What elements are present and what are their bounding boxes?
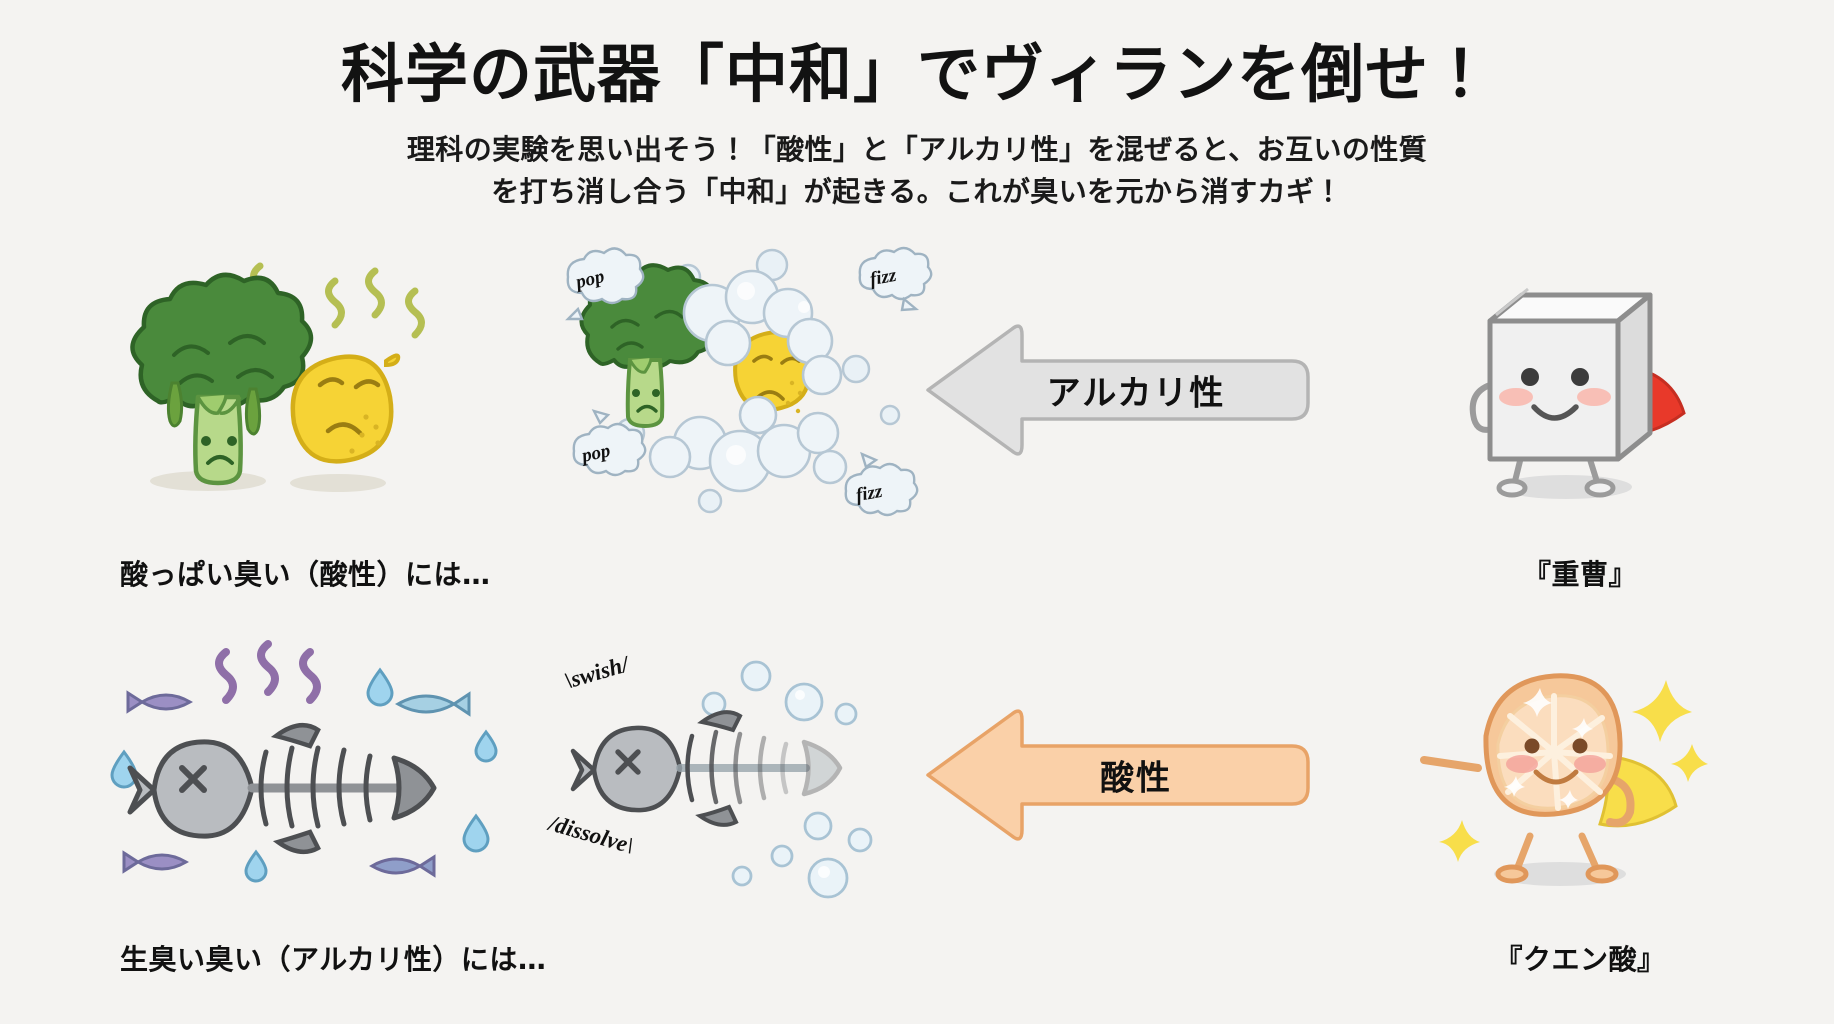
dissolving-fish-art: \swish/ /dissolve\ xyxy=(546,640,940,899)
stinky-veggies-svg xyxy=(130,262,425,492)
x-eye-icon xyxy=(179,765,207,793)
tail-fin xyxy=(391,755,437,821)
feet xyxy=(1496,478,1616,498)
tail-fin xyxy=(801,739,843,797)
arm-left xyxy=(1420,756,1482,772)
cheek-right xyxy=(1577,388,1611,406)
citric-acid-hero-cell: 『クエン酸』 xyxy=(1370,640,1790,976)
row-alkaline-odor: 生臭い臭い（アルカリ性）には… xyxy=(0,640,1834,976)
page-title: 科学の武器「中和」でヴィランを倒せ！ xyxy=(341,38,1493,111)
fish-mouth xyxy=(127,765,157,815)
small-fish-icon xyxy=(122,690,471,878)
arm-left xyxy=(1469,382,1495,433)
baking-soda-hero-cell: 『重曹』 xyxy=(1370,255,1790,591)
bubble-icon xyxy=(701,660,873,899)
row-acid-odor: 酸っぱい臭い（酸性）には… xyxy=(0,246,1834,591)
dorsal-fin xyxy=(270,722,321,749)
arrow-alkaline-label: アルカリ性 xyxy=(1046,373,1226,414)
left-arrow-icon xyxy=(926,709,1310,841)
citric-acid-hero-art xyxy=(1370,640,1790,890)
fish-mouth xyxy=(570,748,597,792)
fizzing-foam-art: pop fizz pop fizz xyxy=(560,246,940,517)
foam-highlight xyxy=(726,282,810,465)
shadow xyxy=(290,474,386,492)
shine-icon xyxy=(1504,688,1593,809)
dorsal-fin xyxy=(697,710,743,733)
box-side xyxy=(1615,292,1653,462)
baking-soda-label: 『重曹』 xyxy=(1522,558,1637,591)
stink-wave-icon xyxy=(215,640,321,704)
dissolving-fish-svg xyxy=(570,660,873,899)
arrow-alkaline[interactable]: アルカリ性 xyxy=(920,315,1320,465)
broccoli-character xyxy=(130,272,314,486)
ribs xyxy=(685,729,789,805)
ventral-fin xyxy=(272,829,321,855)
arrow-alkaline-cell: アルカリ性 xyxy=(926,255,1310,585)
sfx-fizz-1: fizz xyxy=(868,264,898,291)
subtitle-line-1: 理科の実験を思い出そう！「酸性」と「アルカリ性」を混ぜると、お互いの性質 xyxy=(406,132,1428,166)
fish-skeleton-dissolving xyxy=(570,710,843,827)
cheek-left xyxy=(1506,755,1538,773)
cheek-right xyxy=(1574,755,1606,773)
stinky-fish-svg xyxy=(110,640,498,883)
page-subtitle: 理科の実験を思い出そう！「酸性」と「アルカリ性」を混ぜると、お互いの性質 を打ち… xyxy=(0,129,1834,213)
sparkle-icon xyxy=(1439,680,1708,862)
arrow-acid-label: 酸性 xyxy=(1100,758,1172,799)
citrus-slice-character-svg xyxy=(1420,673,1708,886)
broccoli-lemon-stinky-art xyxy=(80,255,580,505)
eye-left xyxy=(1524,738,1540,754)
acid-odor-illustration: 酸っぱい臭い（酸性）には… xyxy=(80,255,580,591)
eye-right xyxy=(1571,368,1589,386)
fishbone-stinky-art xyxy=(80,640,580,890)
baking-soda-hero-art xyxy=(1370,255,1790,505)
fizz-reaction-illustration: pop fizz pop fizz xyxy=(560,246,940,585)
foam-reaction-svg xyxy=(565,246,933,517)
left-arrow-icon xyxy=(926,324,1310,456)
eye-left xyxy=(1521,368,1539,386)
arrow-acid-cell: 酸性 xyxy=(926,640,1310,970)
feet xyxy=(1495,864,1619,884)
header: 科学の武器「中和」でヴィランを倒せ！ 理科の実験を思い出そう！「酸性」と「アルカ… xyxy=(0,0,1834,213)
baking-soda-box-character-svg xyxy=(1469,287,1686,499)
smile xyxy=(1531,404,1579,421)
alkaline-odor-illustration: 生臭い臭い（アルカリ性）には… xyxy=(80,640,580,976)
dissolve-reaction-illustration: \swish/ /dissolve\ xyxy=(546,640,940,970)
foam-cloud-icon xyxy=(648,269,848,493)
acid-odor-caption: 酸っぱい臭い（酸性）には… xyxy=(120,558,491,591)
smile xyxy=(1533,769,1579,785)
subtitle-line-2: を打ち消し合う「中和」が起きる。これが臭いを元から消すカギ！ xyxy=(491,174,1343,208)
box-crease xyxy=(1495,287,1529,317)
sfx-bubble-icon xyxy=(565,246,933,517)
bubble-highlight xyxy=(795,690,830,878)
lemon-character xyxy=(290,353,401,464)
eye-right xyxy=(1572,738,1588,754)
alkaline-odor-caption: 生臭い臭い（アルカリ性）には… xyxy=(120,943,547,976)
arm-right xyxy=(1604,774,1635,827)
fish-skeleton xyxy=(127,722,437,855)
ribs xyxy=(258,745,373,829)
cheek-left xyxy=(1499,388,1533,406)
x-eye-icon xyxy=(615,749,641,775)
water-drop-icon xyxy=(110,667,498,883)
sfx-fizz-2: fizz xyxy=(854,480,884,507)
citric-acid-label: 『クエン酸』 xyxy=(1494,943,1666,976)
ventral-fin xyxy=(695,804,739,827)
arrow-acid[interactable]: 酸性 xyxy=(920,700,1320,850)
